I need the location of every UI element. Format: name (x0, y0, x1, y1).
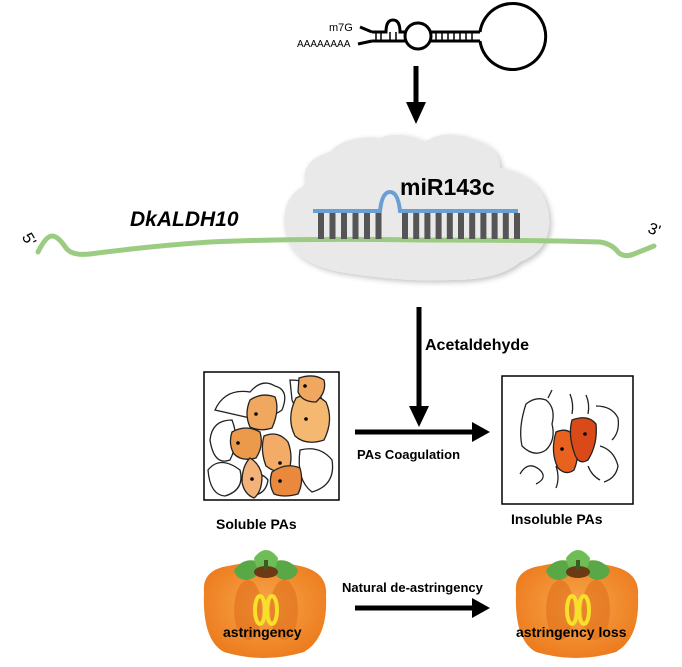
astringency-loss-label: astringency loss (516, 624, 627, 640)
processing-arrow (406, 66, 426, 124)
coagulation-label: PAs Coagulation (357, 447, 460, 462)
deastringent-persimmon (515, 550, 639, 658)
base-pair-bars (318, 213, 520, 239)
polya-label: AAAAAAAA (297, 39, 351, 50)
three-prime-label: 3' (646, 220, 663, 240)
soluble-pa-cells (229, 375, 331, 499)
natural-deastringency-label: Natural de-astringency (342, 580, 484, 595)
mirna-strand (313, 189, 518, 213)
gene-name: DkALDH10 (130, 208, 239, 231)
soluble-pas-panel (203, 371, 340, 501)
base-pair-bar (341, 213, 347, 239)
base-pair-bar (352, 213, 359, 239)
base-pair-bar (491, 213, 498, 239)
base-pair-bar (502, 213, 509, 239)
insoluble-pas-label: Insoluble PAs (511, 511, 603, 527)
hairpin-base-pairs (375, 32, 473, 41)
base-pair-bar (318, 213, 324, 239)
base-pair-bar (458, 213, 464, 239)
leaf-calyx (234, 550, 298, 580)
base-pair-bar (514, 213, 520, 239)
base-pair-bar (469, 213, 476, 239)
leaf-calyx (546, 550, 610, 580)
five-prime-label: 5' (18, 230, 39, 249)
natural-deastringency-arrow (355, 598, 490, 618)
base-pair-bar (435, 213, 442, 239)
base-pair-bar (446, 213, 453, 239)
base-pair-bar (413, 213, 420, 239)
acetaldehyde-label: Acetaldehyde (425, 337, 529, 354)
acetaldehyde-arrow (409, 307, 429, 427)
coagulation-arrow (355, 422, 490, 442)
hairpin-stem (357, 2, 548, 71)
pre-mirna-hairpin: m7G AAAAAAAA (297, 2, 548, 71)
soluble-pas-label: Soluble PAs (216, 516, 297, 532)
mrna-strand (35, 233, 657, 259)
base-pair-bar (329, 213, 336, 239)
risc-cloud (284, 134, 550, 281)
cap-label: m7G (329, 22, 353, 34)
astringent-persimmon (203, 550, 327, 658)
base-pair-bar (375, 213, 382, 239)
base-pair-bar (480, 213, 487, 239)
insoluble-pa-cells (552, 417, 597, 474)
base-pair-bar (424, 213, 431, 239)
mirna-name: miR143c (400, 174, 495, 200)
base-pair-bar (364, 213, 370, 239)
insoluble-pas-panel (501, 375, 634, 505)
base-pair-bar (402, 213, 408, 239)
astringency-label: astringency (223, 624, 302, 640)
